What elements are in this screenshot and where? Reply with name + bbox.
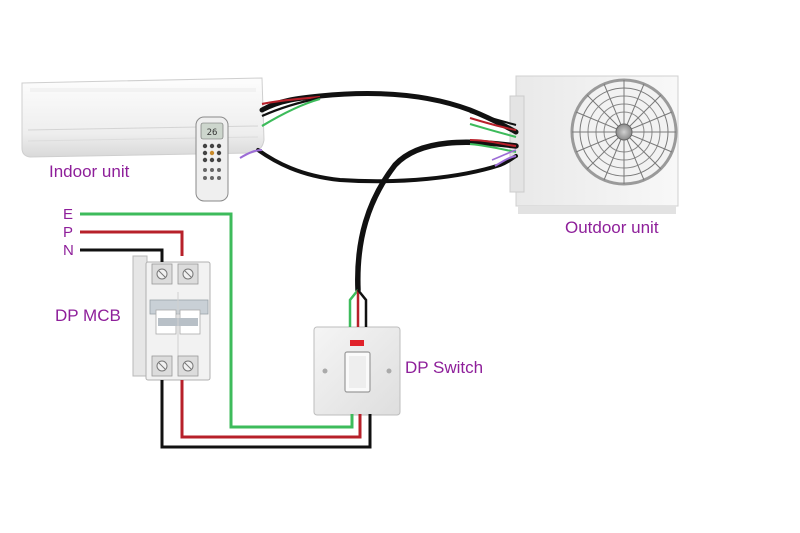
remote-display: 26 — [207, 128, 218, 138]
outdoor-unit — [509, 75, 679, 214]
neutral-label: N — [63, 242, 74, 259]
dp-switch — [313, 326, 401, 416]
supply-wires — [80, 212, 372, 449]
phase-wire-out — [180, 380, 362, 439]
remote-control: 26 — [195, 116, 229, 202]
dp-mcb-label: DP MCB — [55, 306, 121, 325]
dp-mcb — [132, 255, 211, 381]
phase-wire-in — [80, 230, 184, 256]
outdoor-unit-label: Outdoor unit — [565, 218, 659, 237]
earth-wire — [80, 212, 354, 429]
indoor-unit-label: Indoor unit — [49, 162, 130, 181]
earth-label: E — [63, 206, 73, 223]
interconnect-cable — [239, 91, 519, 184]
dp-switch-label: DP Switch — [405, 358, 483, 377]
neutral-wire-out — [160, 380, 372, 449]
neutral-wire-in — [80, 248, 164, 262]
switch-cable — [348, 139, 519, 327]
phase-label: P — [63, 224, 73, 241]
